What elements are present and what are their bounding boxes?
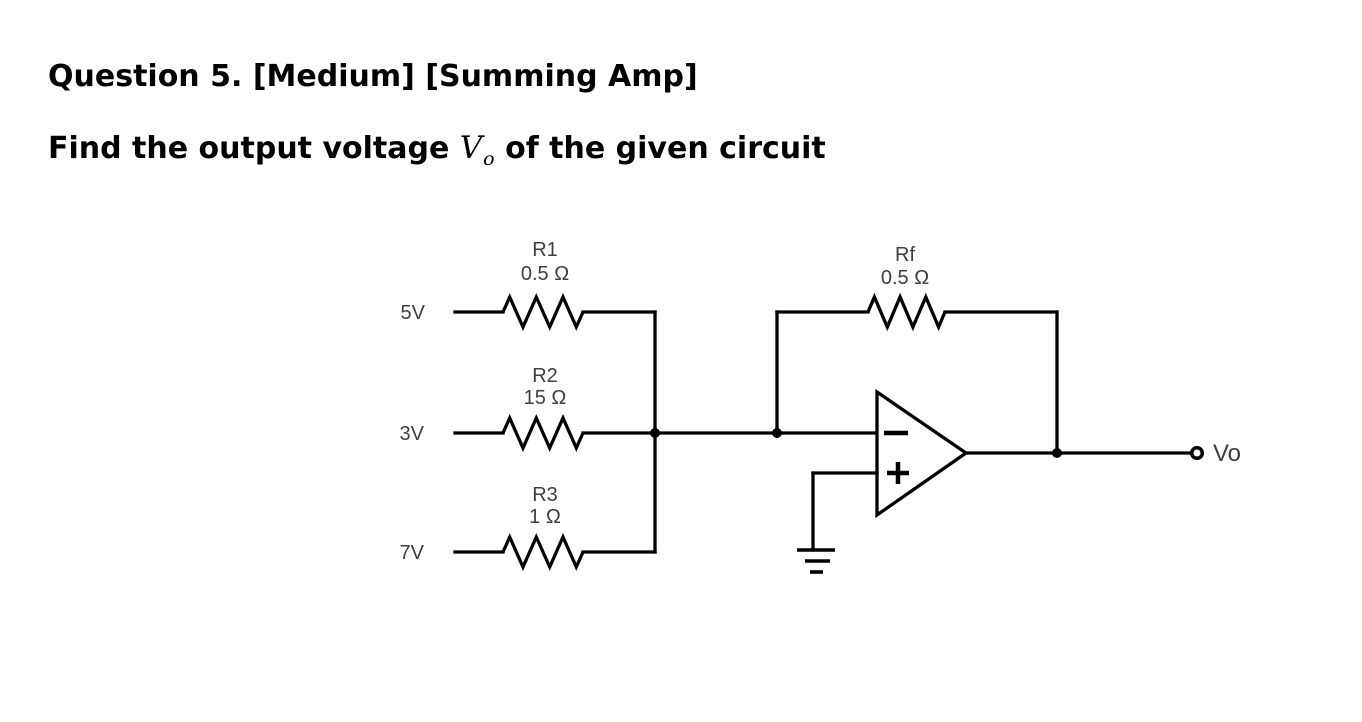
r1-value-label: 0.5 Ω — [521, 263, 569, 285]
r2-name-label: R2 — [532, 365, 558, 387]
r2-value-label: 15 Ω — [524, 387, 567, 409]
output-terminal — [1189, 445, 1205, 461]
r1-name-label: R1 — [532, 239, 558, 261]
junction-dot-output — [1052, 448, 1062, 458]
ground-icon — [797, 548, 835, 574]
plus-icon — [887, 462, 909, 484]
subtitle-suffix: of the given circuit — [505, 131, 826, 166]
rf-name-label: Rf — [895, 244, 915, 266]
r3-name-label: R3 — [532, 484, 558, 506]
math-variable: V — [459, 130, 483, 166]
opamp-triangle — [875, 388, 969, 519]
output-label: Vo — [1213, 440, 1241, 467]
question-title: Question 5. [Medium] [Summing Amp] — [48, 59, 698, 94]
junction-dot-bus — [650, 428, 660, 438]
source-label-7v: 7V — [400, 542, 425, 564]
resistor-r1-symbol — [501, 292, 585, 332]
math-output-voltage: Vo — [459, 130, 495, 170]
math-subscript: o — [483, 148, 495, 170]
source-label-5v: 5V — [401, 302, 426, 324]
subtitle-prefix: Find the output voltage — [48, 131, 450, 166]
rf-value-label: 0.5 Ω — [881, 267, 929, 289]
resistor-r3-symbol — [501, 532, 585, 572]
resistor-rf-symbol — [866, 292, 947, 332]
resistor-r2-symbol — [501, 413, 585, 453]
junction-dot-feedback — [772, 428, 782, 438]
r3-value-label: 1 Ω — [529, 506, 561, 528]
question-subtitle: Find the output voltage Vo of the given … — [48, 130, 826, 170]
source-label-3v: 3V — [400, 423, 425, 445]
